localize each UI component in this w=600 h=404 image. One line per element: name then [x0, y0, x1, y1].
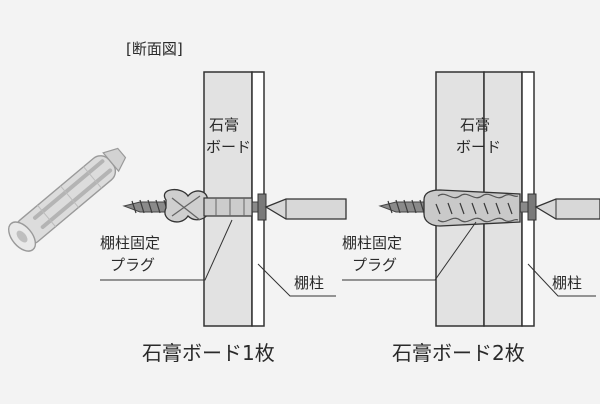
- left-plug-label-2: プラグ: [110, 256, 155, 274]
- left-board-label-2: ボード: [206, 138, 251, 156]
- left-board-label-1: 石膏: [209, 116, 239, 134]
- right-plug-label-2: プラグ: [352, 256, 397, 274]
- right-rail-label: 棚柱: [552, 274, 582, 292]
- left-plug-leader: [100, 219, 233, 281]
- left-screwdriver: [264, 198, 347, 220]
- right-plug: [423, 189, 521, 227]
- right-plug-label-1: 棚柱固定: [342, 234, 402, 252]
- left-plug: [163, 189, 253, 223]
- left-rail-leader: [257, 263, 336, 297]
- right-screwdriver: [534, 198, 600, 220]
- right-caption: 石膏ボード2枚: [392, 341, 525, 365]
- left-rail-label: 棚柱: [294, 274, 324, 292]
- right-board-label-1: 石膏: [460, 116, 490, 134]
- diagram-title: [断面図]: [126, 40, 183, 58]
- loose-plug-illustration: [7, 147, 127, 252]
- right-board-label-2: ボード: [456, 138, 501, 156]
- left-plug-label-1: 棚柱固定: [100, 234, 160, 252]
- right-assembly: 石膏 ボード 棚柱固定 プラグ 棚柱 石膏ボード2枚: [342, 71, 600, 365]
- left-assembly: 石膏 ボード 棚柱固定 プラグ 棚柱 石膏ボード1枚: [100, 71, 347, 365]
- right-rail-leader: [527, 263, 596, 297]
- left-caption: 石膏ボード1枚: [142, 341, 275, 365]
- right-plug-leader: [342, 221, 477, 281]
